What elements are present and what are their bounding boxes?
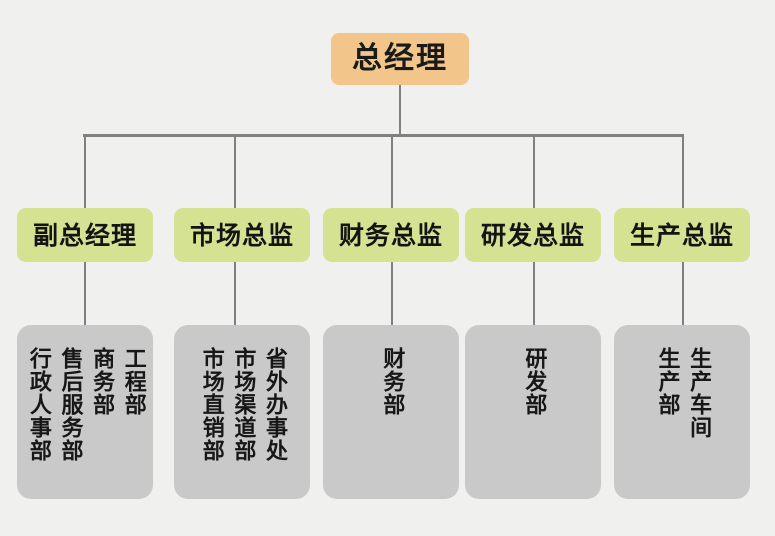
connector-bus-to-node-4 [533,136,535,208]
department-item: 财务部 [379,347,405,416]
department-group-rnd[interactable]: 研发部 [465,325,601,499]
node-rnd-director[interactable]: 研发总监 [465,208,601,262]
node-marketing-director[interactable]: 市场总监 [174,208,310,262]
node-general-manager[interactable]: 总经理 [331,33,469,85]
department-item: 售后服务部 [57,347,83,462]
department-group-production[interactable]: 生产车间 生产部 [614,325,750,499]
department-item: 生产车间 [686,347,712,439]
department-item: 市场渠道部 [230,347,256,462]
department-stack: 工程部 商务部 售后服务部 行政人事部 [17,347,153,499]
connector-node-4-to-departments [533,262,535,325]
connector-bus-to-node-2 [234,136,236,208]
node-label: 副总经理 [32,220,137,250]
department-item: 商务部 [89,347,115,416]
department-item: 行政人事部 [25,347,51,462]
node-label: 财务总监 [338,220,443,250]
connector-node-1-to-departments [84,262,86,325]
department-item: 省外办事处 [261,347,287,462]
department-item: 生产部 [654,347,680,416]
department-stack: 生产车间 生产部 [614,347,750,499]
node-label: 研发总监 [480,220,585,250]
node-label: 市场总监 [189,220,294,250]
department-item: 工程部 [120,347,146,416]
department-group-deputy-gm[interactable]: 工程部 商务部 售后服务部 行政人事部 [17,325,153,499]
department-group-marketing[interactable]: 省外办事处 市场渠道部 市场直销部 [174,325,310,499]
department-stack: 研发部 [465,347,601,499]
connector-bus-to-node-3 [391,136,393,208]
connector-node-2-to-departments [234,262,236,325]
node-deputy-general-manager[interactable]: 副总经理 [17,208,153,262]
connector-bus-to-node-1 [84,136,86,208]
department-group-finance[interactable]: 财务部 [323,325,459,499]
connector-top-stem [399,85,401,135]
connector-horizontal-bus [83,134,684,137]
connector-node-5-to-departments [682,262,684,325]
node-label: 生产总监 [629,220,734,250]
department-stack: 省外办事处 市场渠道部 市场直销部 [174,347,310,499]
connector-bus-to-node-5 [682,136,684,208]
node-production-director[interactable]: 生产总监 [614,208,750,262]
department-stack: 财务部 [323,347,459,499]
department-item: 市场直销部 [198,347,224,462]
connector-node-3-to-departments [391,262,393,325]
department-item: 研发部 [521,347,547,416]
node-finance-director[interactable]: 财务总监 [323,208,459,262]
node-label: 总经理 [352,41,448,76]
